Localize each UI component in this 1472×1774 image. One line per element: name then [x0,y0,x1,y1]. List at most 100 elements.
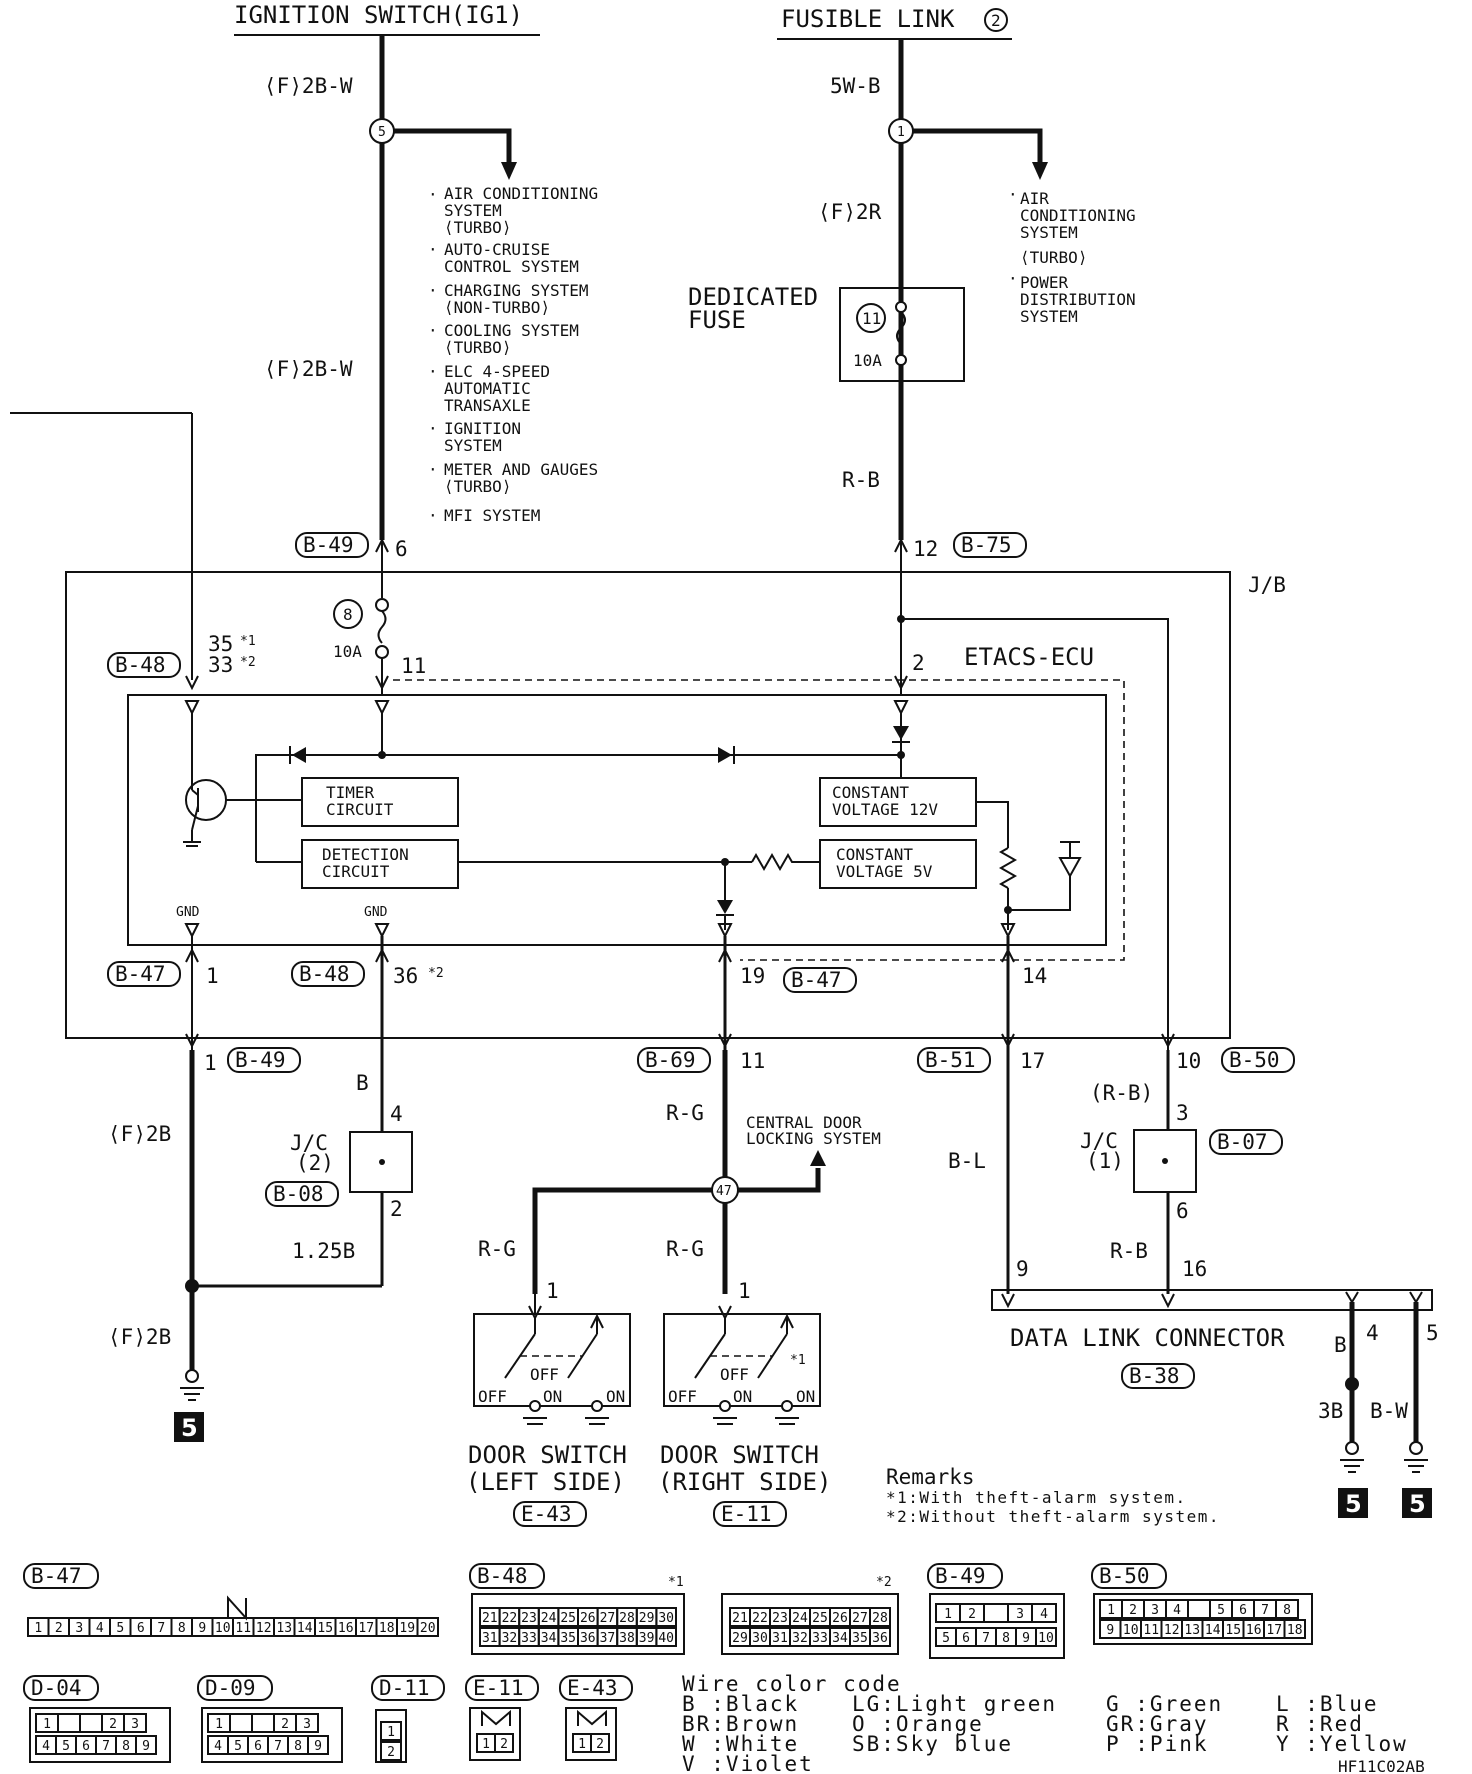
jc2-label-2: (2) [296,1151,334,1175]
connector-b48-left-box [107,652,181,678]
cv-b47-pin: 3 [75,1621,83,1636]
sys-ac-2: SYSTEM [444,201,502,220]
sys-r-ac-2: CONDITIONING [1020,206,1136,225]
cv-d09-pin: 4 [214,1739,222,1754]
splice-1-label: 1 [897,125,905,140]
svg-text:·: · [1008,269,1018,288]
pin-star2: *2 [240,655,256,670]
cv-b50-pin: 5 [1217,1603,1225,1618]
cv-b47-cell [416,1617,439,1637]
wc-gray: GR:Gray [1106,1712,1209,1736]
pin-11: 11 [401,654,426,678]
connector-view-d11: D-11 12 [371,1675,445,1763]
ecu-inner-box [127,694,1107,946]
cv-b49-cell [1031,1603,1057,1623]
cv-b47-pin: 11 [235,1621,251,1636]
cv-b48-label: B-48 [477,1564,528,1588]
cv-b50-cell [1283,1619,1306,1639]
cv-b50-pin: 2 [1129,1603,1137,1618]
constant-voltage-5v-box [819,839,977,889]
cv-e43-label: E-43 [567,1676,618,1700]
cv-e43-pin: 1 [578,1737,586,1752]
cv12-line1: CONSTANT [832,783,909,802]
wc-pink: P :Pink [1106,1732,1209,1756]
fusible-number: 2 [991,11,1001,30]
svg-text:·: · [428,419,438,438]
timer-circuit-box [301,777,459,827]
timer-circuit-line2: CIRCUIT [326,800,394,819]
fusible-number-circle [984,8,1008,32]
cv-e11-pin: 2 [500,1737,508,1752]
wire-rb: R-B [842,468,880,492]
cv-b48a-pin: 38 [619,1631,635,1646]
dedicated-fuse-num: 11 [862,309,881,328]
connector-b48-bot-box [291,961,365,987]
connector-b49-top-box [295,532,369,558]
connector-b08-box [265,1181,339,1207]
sys-cooling: COOLING SYSTEM [444,321,579,340]
cv-b49-pin: 3 [1016,1607,1024,1622]
cv-b50-pin: 9 [1106,1623,1114,1638]
cv-b47-pin: 7 [157,1621,165,1636]
connector-b51-box [917,1047,991,1073]
cv-b48b-pin: 25 [812,1611,828,1626]
sys-r-power-2: DISTRIBUTION [1020,290,1136,309]
cv-d11-cell [380,1741,402,1761]
cv-d09-pin: 6 [254,1739,262,1754]
sys-r-ac-3: SYSTEM [1020,223,1078,242]
sys-charging-2: ⟨NON-TURBO⟩ [444,298,550,317]
cv-d11-pin: 1 [387,1725,395,1740]
sys-meter: METER AND GAUGES [444,460,598,479]
system-list-left: · AIR CONDITIONING SYSTEM ⟨TURBO⟩ · AUTO… [428,184,598,525]
cv-b50-pin: 17 [1266,1623,1282,1638]
cv-d09-pin: 9 [314,1739,322,1754]
cv-b47-pin: 19 [399,1621,415,1636]
wc-brown: BR:Brown [682,1712,799,1736]
pin-1-right: 1 [738,1279,751,1303]
cv-b50-pin: 7 [1261,1603,1269,1618]
cv-b49-pin: 5 [942,1631,950,1646]
wire-f2bw-top: ⟨F⟩2B-W [264,74,353,98]
wire-f2b-2: ⟨F⟩2B [108,1325,171,1349]
pin-9: 9 [1016,1257,1029,1281]
cv-b49-pin: 10 [1038,1631,1054,1646]
cv-b50-pin: 3 [1151,1603,1159,1618]
dedicated-fuse-amp: 10A [853,351,882,370]
cv-b48a-pin: 36 [580,1631,596,1646]
remarks-2: *2:Without theft-alarm system. [886,1507,1220,1526]
wire-color-code: Wire color code B :Black BR:Brown W :Whi… [682,1672,1406,1774]
svg-text:·: · [428,362,438,381]
cv-b48a-pin: 25 [560,1611,576,1626]
cv-d09-label: D-09 [205,1676,256,1700]
door-right-star: *1 [790,1353,806,1368]
door-left-subtitle: (LEFT SIDE) [466,1468,625,1496]
cv-b50-label: B-50 [1099,1564,1150,1588]
transistor-symbol [185,779,227,821]
gnd-1-label: GND [176,905,200,920]
cv-b48b-pin: 32 [792,1631,808,1646]
cv-d04-pin: 7 [102,1739,110,1754]
cv-b47-pin: 18 [379,1621,395,1636]
pin-6b: 6 [1176,1199,1189,1223]
cv-b48a-pin: 26 [580,1611,596,1626]
cv-b47-pin: 16 [338,1621,354,1636]
sys-charging: CHARGING SYSTEM [444,281,589,300]
cv-b47-pin: 6 [137,1621,145,1636]
connector-b47-mid: B-47 [791,968,842,992]
sys-r-power: POWER [1020,273,1069,292]
cv-d11-cell [380,1721,402,1741]
cv-b48a-pin: 40 [658,1631,674,1646]
cv-b50-pin: 16 [1246,1623,1262,1638]
cv-d04-pin: 9 [142,1739,150,1754]
jc1-label-2: (1) [1086,1149,1124,1173]
cv-d11-pin: 2 [387,1745,395,1760]
sys-ignition-2: SYSTEM [444,436,502,455]
door-left-off: OFF [478,1387,507,1406]
connector-b48-bot: B-48 [299,962,350,986]
door-right-title: DOOR SWITCH [660,1441,819,1469]
wc-green: G :Green [1106,1692,1223,1716]
